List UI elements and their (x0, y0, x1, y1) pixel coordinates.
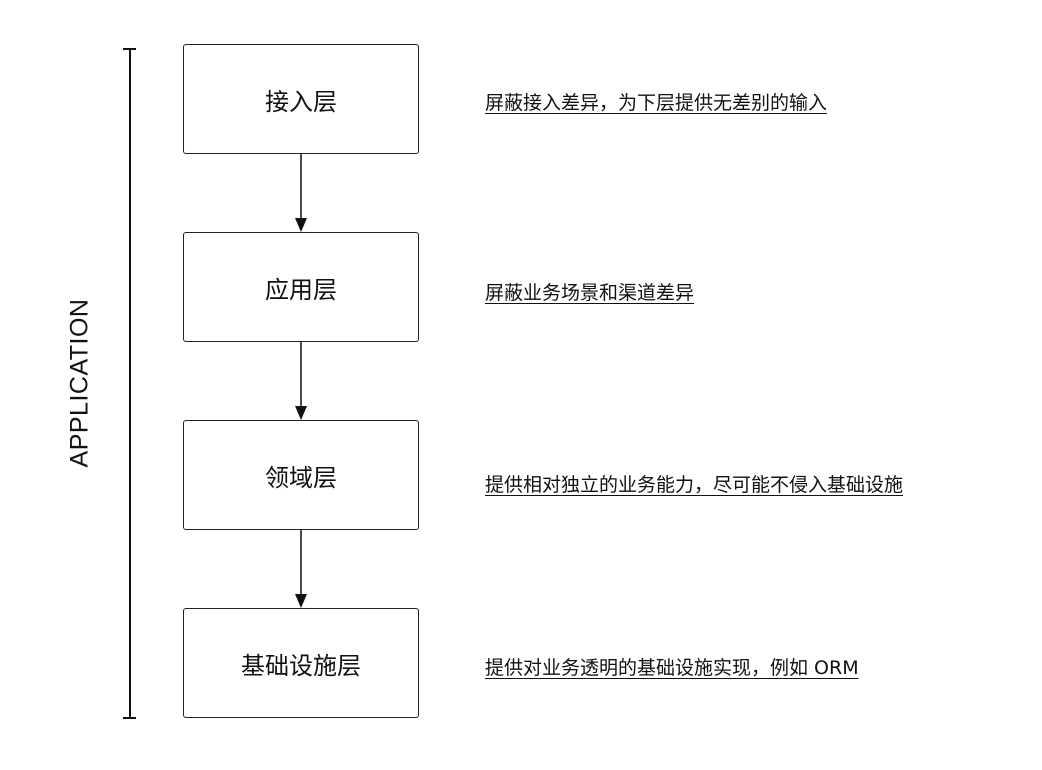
layer-box-infrastructure: 基础设施层 (183, 608, 419, 718)
layer-description-access: 屏蔽接入差异，为下层提供无差别的输入 (485, 92, 828, 114)
arrow-application-to-domain (295, 342, 307, 420)
arrow-access-to-application (295, 154, 307, 232)
layer-box-domain: 领域层 (183, 420, 419, 530)
application-bracket-bottom-cap (123, 717, 136, 719)
application-bracket-top-cap (123, 48, 136, 50)
application-bracket-line (129, 48, 131, 718)
layer-description-domain: 提供相对独立的业务能力，尽可能不侵入基础设施 (485, 474, 904, 496)
arrow-domain-to-infrastructure (295, 530, 307, 608)
layer-box-access: 接入层 (183, 44, 419, 154)
layer-description-infrastructure: 提供对业务透明的基础设施实现，例如 ORM (485, 657, 859, 679)
layer-description-application: 屏蔽业务场景和渠道差异 (485, 282, 695, 304)
application-label: APPLICATION (65, 298, 94, 468)
layer-box-application: 应用层 (183, 232, 419, 342)
